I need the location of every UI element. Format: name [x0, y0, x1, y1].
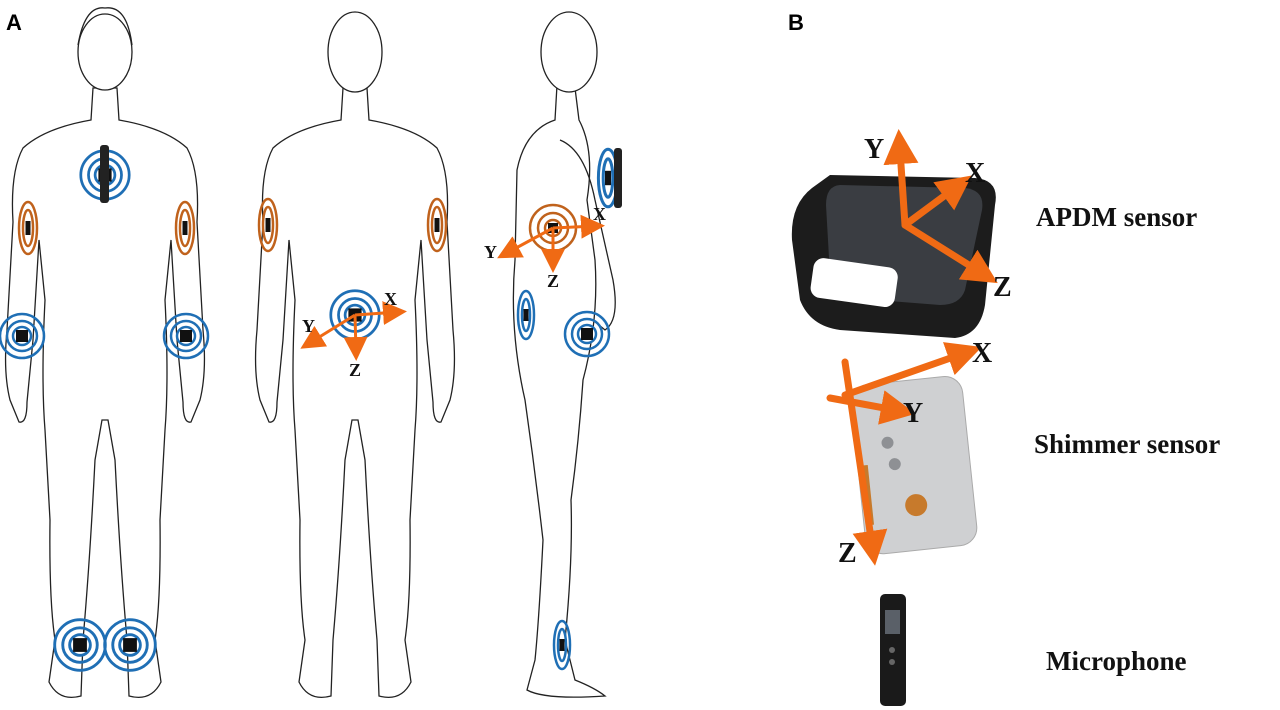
- apdm-sensor-image: [791, 175, 996, 338]
- shimmer-z-label: Z: [838, 538, 857, 569]
- apdm-axis-arrows: [883, 129, 998, 284]
- apdm-x-label: X: [965, 158, 985, 189]
- right-ankle-sensor: [103, 618, 157, 672]
- hip-z-label: Z: [547, 271, 559, 291]
- panel-label-a: A: [6, 10, 22, 35]
- microphone-image: [880, 594, 906, 706]
- left-ankle-sensor: [53, 618, 107, 672]
- back-body-figure: [254, 11, 456, 699]
- side-body-figure: [512, 11, 616, 698]
- lumbar-y-label: Y: [302, 316, 315, 336]
- shimmer-y-label: Y: [903, 398, 923, 429]
- lumbar-z-label: Z: [349, 360, 361, 380]
- microphone-label: Microphone: [1046, 646, 1187, 676]
- hip-x-label: X: [593, 204, 606, 224]
- apdm-y-label: Y: [864, 134, 884, 165]
- hip-axis-arrows: [497, 214, 605, 273]
- left-wrist-sensor: [0, 312, 46, 360]
- right-wrist-sensor: [162, 312, 210, 360]
- hip-y-label: Y: [484, 242, 497, 262]
- apdm-sensor-label: APDM sensor: [1036, 202, 1197, 232]
- side-upper-arm-sensor: [596, 147, 622, 209]
- lumbar-x-label: X: [384, 289, 397, 309]
- apdm-z-label: Z: [993, 272, 1012, 303]
- shimmer-x-label: X: [972, 338, 992, 369]
- chest-sensor: [79, 145, 131, 203]
- panel-label-b: B: [788, 10, 804, 35]
- side-wrist-sensor: [563, 310, 611, 358]
- lumbar-axis-arrows: [300, 301, 407, 361]
- shimmer-axis-arrows: [826, 342, 982, 566]
- front-body-figure: [4, 7, 206, 699]
- shimmer-sensor-label: Shimmer sensor: [1034, 429, 1220, 459]
